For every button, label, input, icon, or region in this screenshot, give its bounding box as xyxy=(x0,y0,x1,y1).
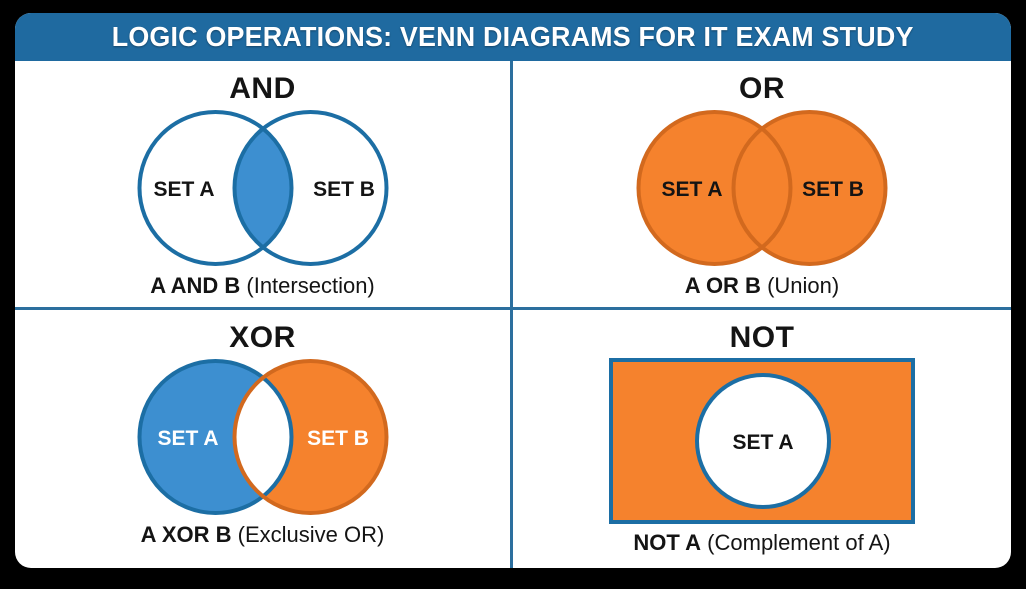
xor-set-b-outline xyxy=(232,359,388,515)
and-set-b-label: SET B xyxy=(313,178,375,201)
and-caption-expression: A AND B xyxy=(150,273,241,298)
and-venn-diagram: SET A SET B xyxy=(137,110,388,266)
or-caption: A OR B (Union) xyxy=(685,273,839,299)
header-bar: LOGIC OPERATIONS: VENN DIAGRAMS FOR IT E… xyxy=(15,13,1011,61)
xor-set-a-outline xyxy=(137,359,293,515)
quadrant-not: NOT SET A NOT A (Complement of A) xyxy=(513,310,1011,568)
and-caption-note: (Intersection) xyxy=(246,273,375,298)
quadrant-xor-title: XOR xyxy=(229,321,296,354)
xor-venn-diagram: SET A SET B xyxy=(137,359,388,515)
page-title: LOGIC OPERATIONS: VENN DIAGRAMS FOR IT E… xyxy=(112,21,914,52)
not-caption: NOT A (Complement of A) xyxy=(633,530,890,556)
and-caption: A AND B (Intersection) xyxy=(150,273,375,299)
xor-caption-note: (Exclusive OR) xyxy=(237,522,385,547)
or-set-b-label: SET B xyxy=(802,178,864,201)
or-set-b-circle xyxy=(733,112,886,264)
and-intersection-region xyxy=(234,112,291,264)
xor-intersection-region xyxy=(234,361,291,513)
or-set-b-outline xyxy=(731,110,888,266)
or-set-a-label: SET A xyxy=(661,178,722,201)
not-caption-note: (Complement of A) xyxy=(707,530,891,555)
quadrant-or-title: OR xyxy=(739,72,785,105)
xor-set-b-label: SET B xyxy=(307,427,369,450)
not-venn-diagram: SET A xyxy=(609,358,915,524)
or-caption-expression: A OR B xyxy=(684,273,761,298)
xor-caption-expression: A XOR B xyxy=(140,522,232,547)
or-caption-note: (Union) xyxy=(767,273,840,298)
not-set-a-label: SET A xyxy=(732,431,793,454)
not-set-a-circle xyxy=(695,373,831,509)
xor-set-a-label: SET A xyxy=(157,427,218,450)
quadrant-xor: XOR SET A SET B A XOR B (Exclusive OR) xyxy=(15,310,513,568)
quadrant-and-title: AND xyxy=(229,72,296,105)
or-venn-diagram: SET A SET B xyxy=(636,110,888,266)
quadrant-not-title: NOT xyxy=(729,321,795,354)
quadrant-grid: AND SET A SET B A AND B (Intersection) O… xyxy=(15,61,1011,568)
not-caption-expression: NOT A xyxy=(633,530,702,555)
and-set-a-label: SET A xyxy=(153,178,214,201)
and-set-b-outline xyxy=(232,110,388,266)
diagram-card: LOGIC OPERATIONS: VENN DIAGRAMS FOR IT E… xyxy=(15,13,1011,568)
xor-caption: A XOR B (Exclusive OR) xyxy=(141,522,385,548)
quadrant-or: OR SET A SET B A OR B (Union) xyxy=(513,61,1011,310)
or-set-a-outline xyxy=(636,110,793,266)
quadrant-and: AND SET A SET B A AND B (Intersection) xyxy=(15,61,513,310)
and-set-a-outline xyxy=(137,110,293,266)
